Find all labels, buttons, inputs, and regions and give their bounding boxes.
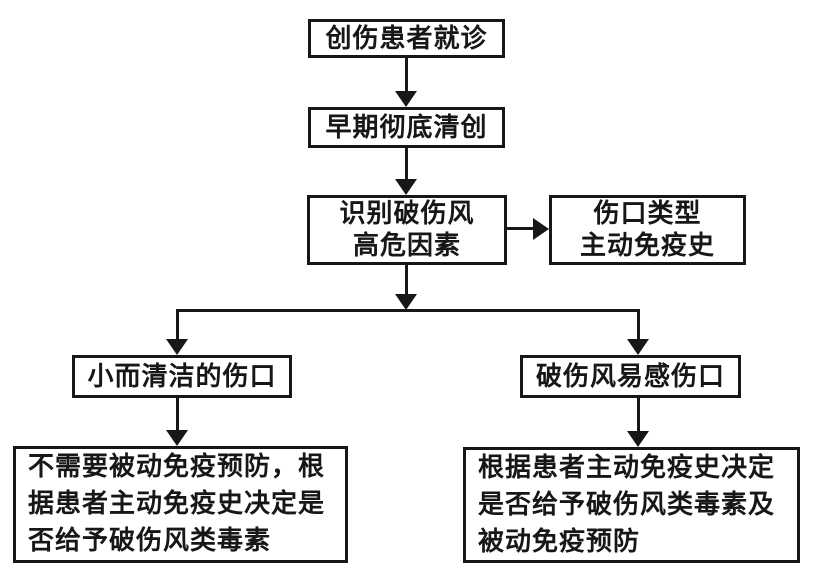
- outcome-line3: 否给予破伤风类毒素: [28, 526, 272, 556]
- arrowhead-down-icon: [627, 431, 649, 447]
- arrowhead-down-icon: [395, 294, 417, 310]
- connector-prone-outcome-line: [637, 398, 640, 432]
- node-wound-type-immunization-history: 伤口类型 主动免疫史: [549, 195, 746, 265]
- node-clean-wound-outcome: 不需要被动免疫预防，根 据患者主动免疫史决定是 否给予破伤风类毒素: [13, 446, 348, 563]
- connector-identify-sideinfo-line: [505, 227, 535, 230]
- node-label-line1: 识别破伤风: [339, 199, 475, 229]
- connector-branch-horizontal-line: [176, 309, 640, 312]
- outcome-line1: 不需要被动免疫预防，根: [28, 452, 326, 482]
- node-identify-risk-factors: 识别破伤风 高危因素: [307, 195, 507, 265]
- arrowhead-down-icon: [166, 430, 188, 446]
- node-trauma-patient-visit: 创伤患者就诊: [308, 19, 505, 58]
- connector-branch-clean-line: [176, 309, 179, 340]
- arrowhead-down-icon: [166, 339, 188, 355]
- outcome-line2: 据患者主动免疫史决定是: [28, 489, 326, 519]
- arrowhead-down-icon: [627, 339, 649, 355]
- outcome-line1: 根据患者主动免疫史决定: [478, 452, 776, 483]
- connector-debride-identify-line: [405, 148, 408, 181]
- node-label: 小而清洁的伤口: [87, 361, 277, 392]
- connector-branch-prone-line: [637, 309, 640, 340]
- arrowhead-down-icon: [395, 91, 417, 107]
- node-prone-wound-outcome: 根据患者主动免疫史决定 是否给予破伤风类毒素及 被动免疫预防: [463, 447, 800, 563]
- node-label-line1: 伤口类型: [593, 199, 702, 229]
- connector-clean-outcome-line: [176, 398, 179, 431]
- node-small-clean-wound: 小而清洁的伤口: [72, 355, 292, 398]
- outcome-line2: 是否给予破伤风类毒素及: [478, 489, 776, 520]
- arrowhead-down-icon: [395, 179, 417, 195]
- node-label: 创伤患者就诊: [325, 23, 488, 54]
- node-early-debridement: 早期彻底清创: [308, 107, 505, 148]
- connector-identify-branch-line: [405, 265, 408, 296]
- outcome-line3: 被动免疫预防: [478, 526, 641, 557]
- node-label: 早期彻底清创: [325, 112, 488, 143]
- node-label-line2: 高危因素: [352, 231, 461, 261]
- arrowhead-right-icon: [533, 218, 549, 240]
- connector-visit-debride-line: [405, 58, 408, 93]
- node-tetanus-prone-wound: 破伤风易感伤口: [520, 355, 741, 398]
- node-label-line2: 主动免疫史: [579, 231, 715, 261]
- node-label: 破伤风易感伤口: [535, 361, 725, 392]
